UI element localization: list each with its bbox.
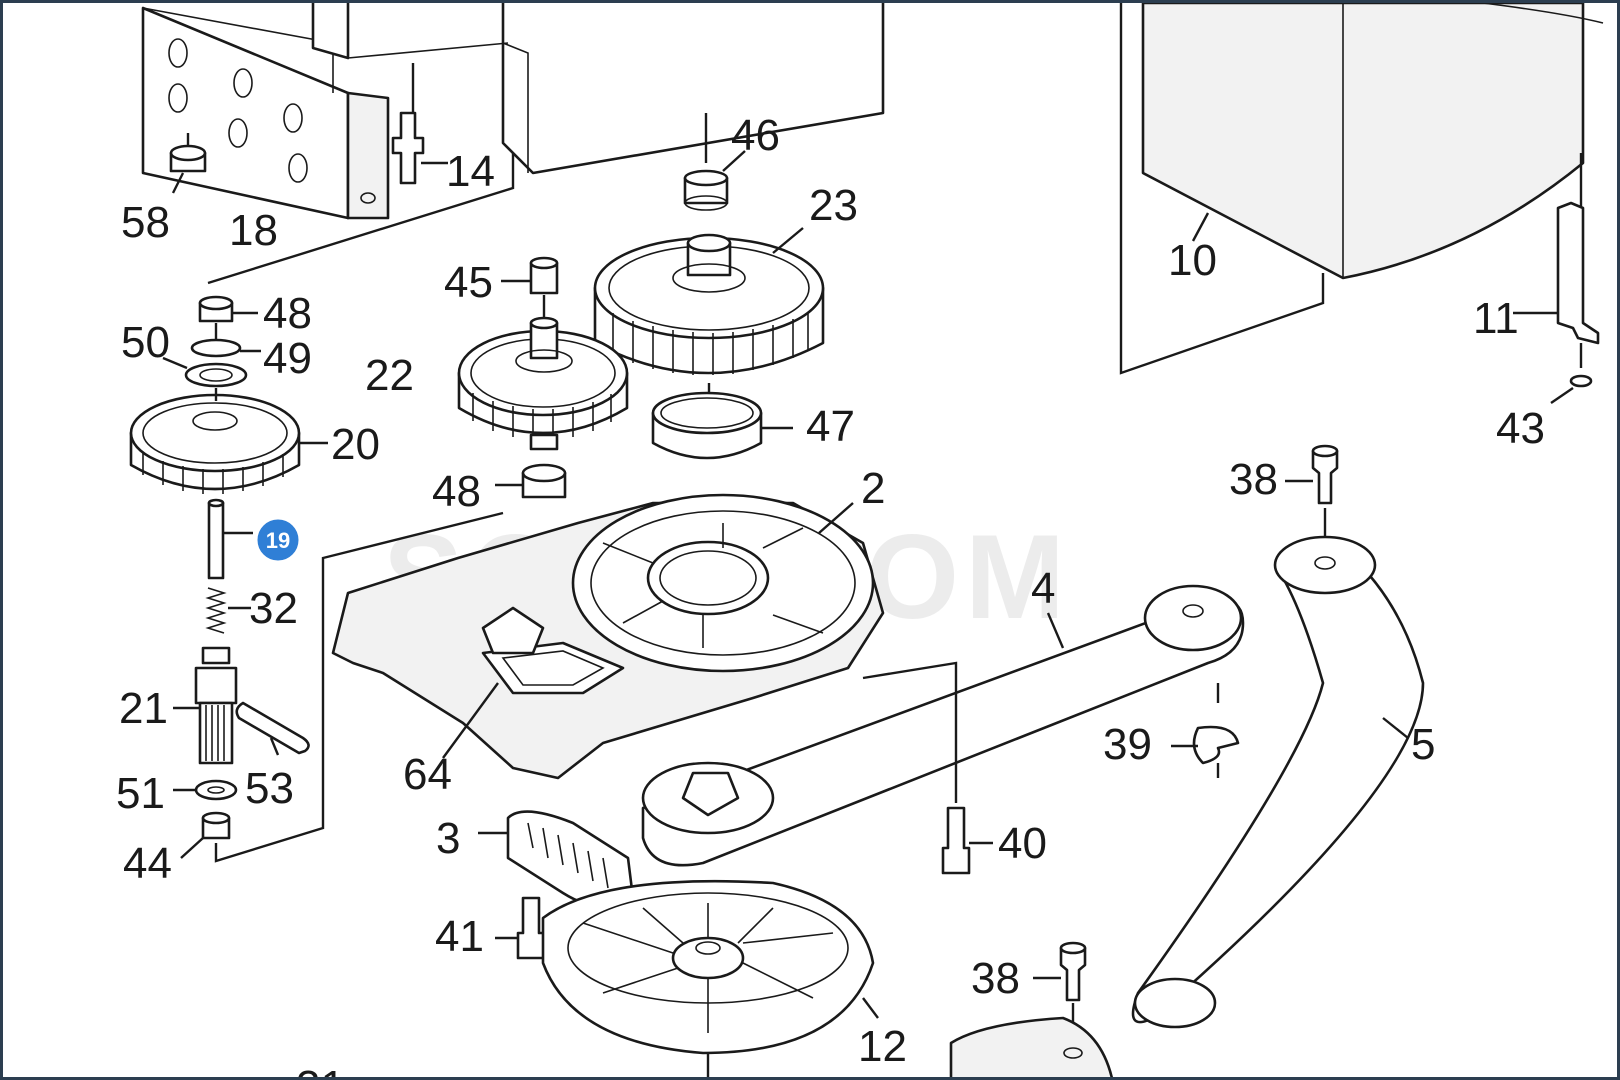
label-46: 46 bbox=[731, 111, 780, 160]
label-5: 5 bbox=[1411, 720, 1435, 769]
highlight-badge-circle[interactable] bbox=[254, 516, 302, 564]
part-screw-40 bbox=[862, 661, 993, 875]
label-47: 47 bbox=[806, 402, 855, 451]
label-43: 43 bbox=[1496, 404, 1545, 453]
label-50: 50 bbox=[121, 318, 170, 367]
part-circlip-49 bbox=[190, 338, 261, 358]
label-10: 10 bbox=[1168, 236, 1217, 285]
label-41: 41 bbox=[435, 912, 484, 961]
part-clip-11 bbox=[1513, 201, 1600, 345]
part-bracket-18 bbox=[141, 6, 390, 220]
label-21: 21 bbox=[119, 684, 168, 733]
part-washer-51 bbox=[173, 779, 238, 801]
label-14: 14 bbox=[446, 147, 495, 196]
part-ring-47 bbox=[651, 383, 793, 460]
exploded-parts-diagram: SOLISCOM bbox=[116, 3, 1604, 1080]
part-screw-41 bbox=[495, 896, 546, 960]
part-shaft-21 bbox=[173, 646, 238, 765]
label-38-lower: 38 bbox=[971, 954, 1020, 1003]
label-39: 39 bbox=[1103, 720, 1152, 769]
part-pin-38-upper bbox=[1285, 444, 1339, 543]
part-labels: 58 18 14 46 23 10 11 43 45 48 50 49 22 4… bbox=[116, 111, 1545, 1080]
part-pad-3 bbox=[478, 810, 635, 909]
part-screw-43 bbox=[1550, 343, 1593, 404]
label-22: 22 bbox=[365, 351, 414, 400]
part-pin-19 bbox=[207, 498, 253, 580]
label-32: 32 bbox=[249, 584, 298, 633]
part-washer-50 bbox=[162, 356, 248, 388]
part-main-arm-5 bbox=[1131, 535, 1425, 1029]
highlight-badge-19[interactable]: 19 bbox=[254, 516, 302, 564]
part-bush-45 bbox=[501, 256, 559, 323]
label-4: 4 bbox=[1031, 564, 1055, 613]
label-31: 31 bbox=[296, 1062, 345, 1080]
part-link-arm-4 bbox=[641, 584, 1245, 867]
part-gear-20 bbox=[129, 323, 328, 494]
label-20: 20 bbox=[331, 420, 380, 469]
label-2: 2 bbox=[861, 464, 885, 513]
part-spring-32 bbox=[205, 587, 251, 634]
part-nut-58 bbox=[169, 133, 207, 194]
label-40: 40 bbox=[998, 819, 1047, 868]
part-lower-block bbox=[949, 1016, 1113, 1077]
part-pin-38-lower bbox=[1033, 941, 1087, 1043]
label-44: 44 bbox=[123, 839, 172, 888]
label-11: 11 bbox=[1473, 294, 1519, 343]
part-bush-46 bbox=[683, 113, 746, 211]
part-clip-39 bbox=[1171, 683, 1240, 778]
label-48-upper: 48 bbox=[263, 289, 312, 338]
label-53: 53 bbox=[245, 764, 294, 813]
label-23: 23 bbox=[809, 181, 858, 230]
label-38-upper: 38 bbox=[1229, 455, 1278, 504]
part-gear-23 bbox=[593, 227, 825, 375]
label-45: 45 bbox=[444, 258, 493, 307]
part-bush-48-right bbox=[495, 463, 567, 499]
label-3: 3 bbox=[436, 814, 460, 863]
label-49: 49 bbox=[263, 334, 312, 383]
part-dish-12 bbox=[541, 879, 879, 1077]
label-48-lower: 48 bbox=[432, 467, 481, 516]
part-bush-44 bbox=[180, 511, 504, 863]
part-key-53 bbox=[235, 701, 310, 756]
part-bush-48-left bbox=[198, 295, 258, 323]
part-cover-10 bbox=[1119, 3, 1604, 375]
part-housing-top bbox=[207, 3, 885, 285]
label-18: 18 bbox=[229, 206, 278, 255]
highlight-badge-label[interactable]: 19 bbox=[266, 528, 290, 553]
label-58: 58 bbox=[121, 198, 170, 247]
label-64: 64 bbox=[403, 750, 452, 799]
label-12: 12 bbox=[858, 1022, 907, 1071]
part-pin-14 bbox=[391, 111, 448, 185]
label-51: 51 bbox=[116, 769, 165, 818]
part-base-plate-2 bbox=[331, 493, 885, 780]
part-gear-22 bbox=[457, 316, 629, 451]
